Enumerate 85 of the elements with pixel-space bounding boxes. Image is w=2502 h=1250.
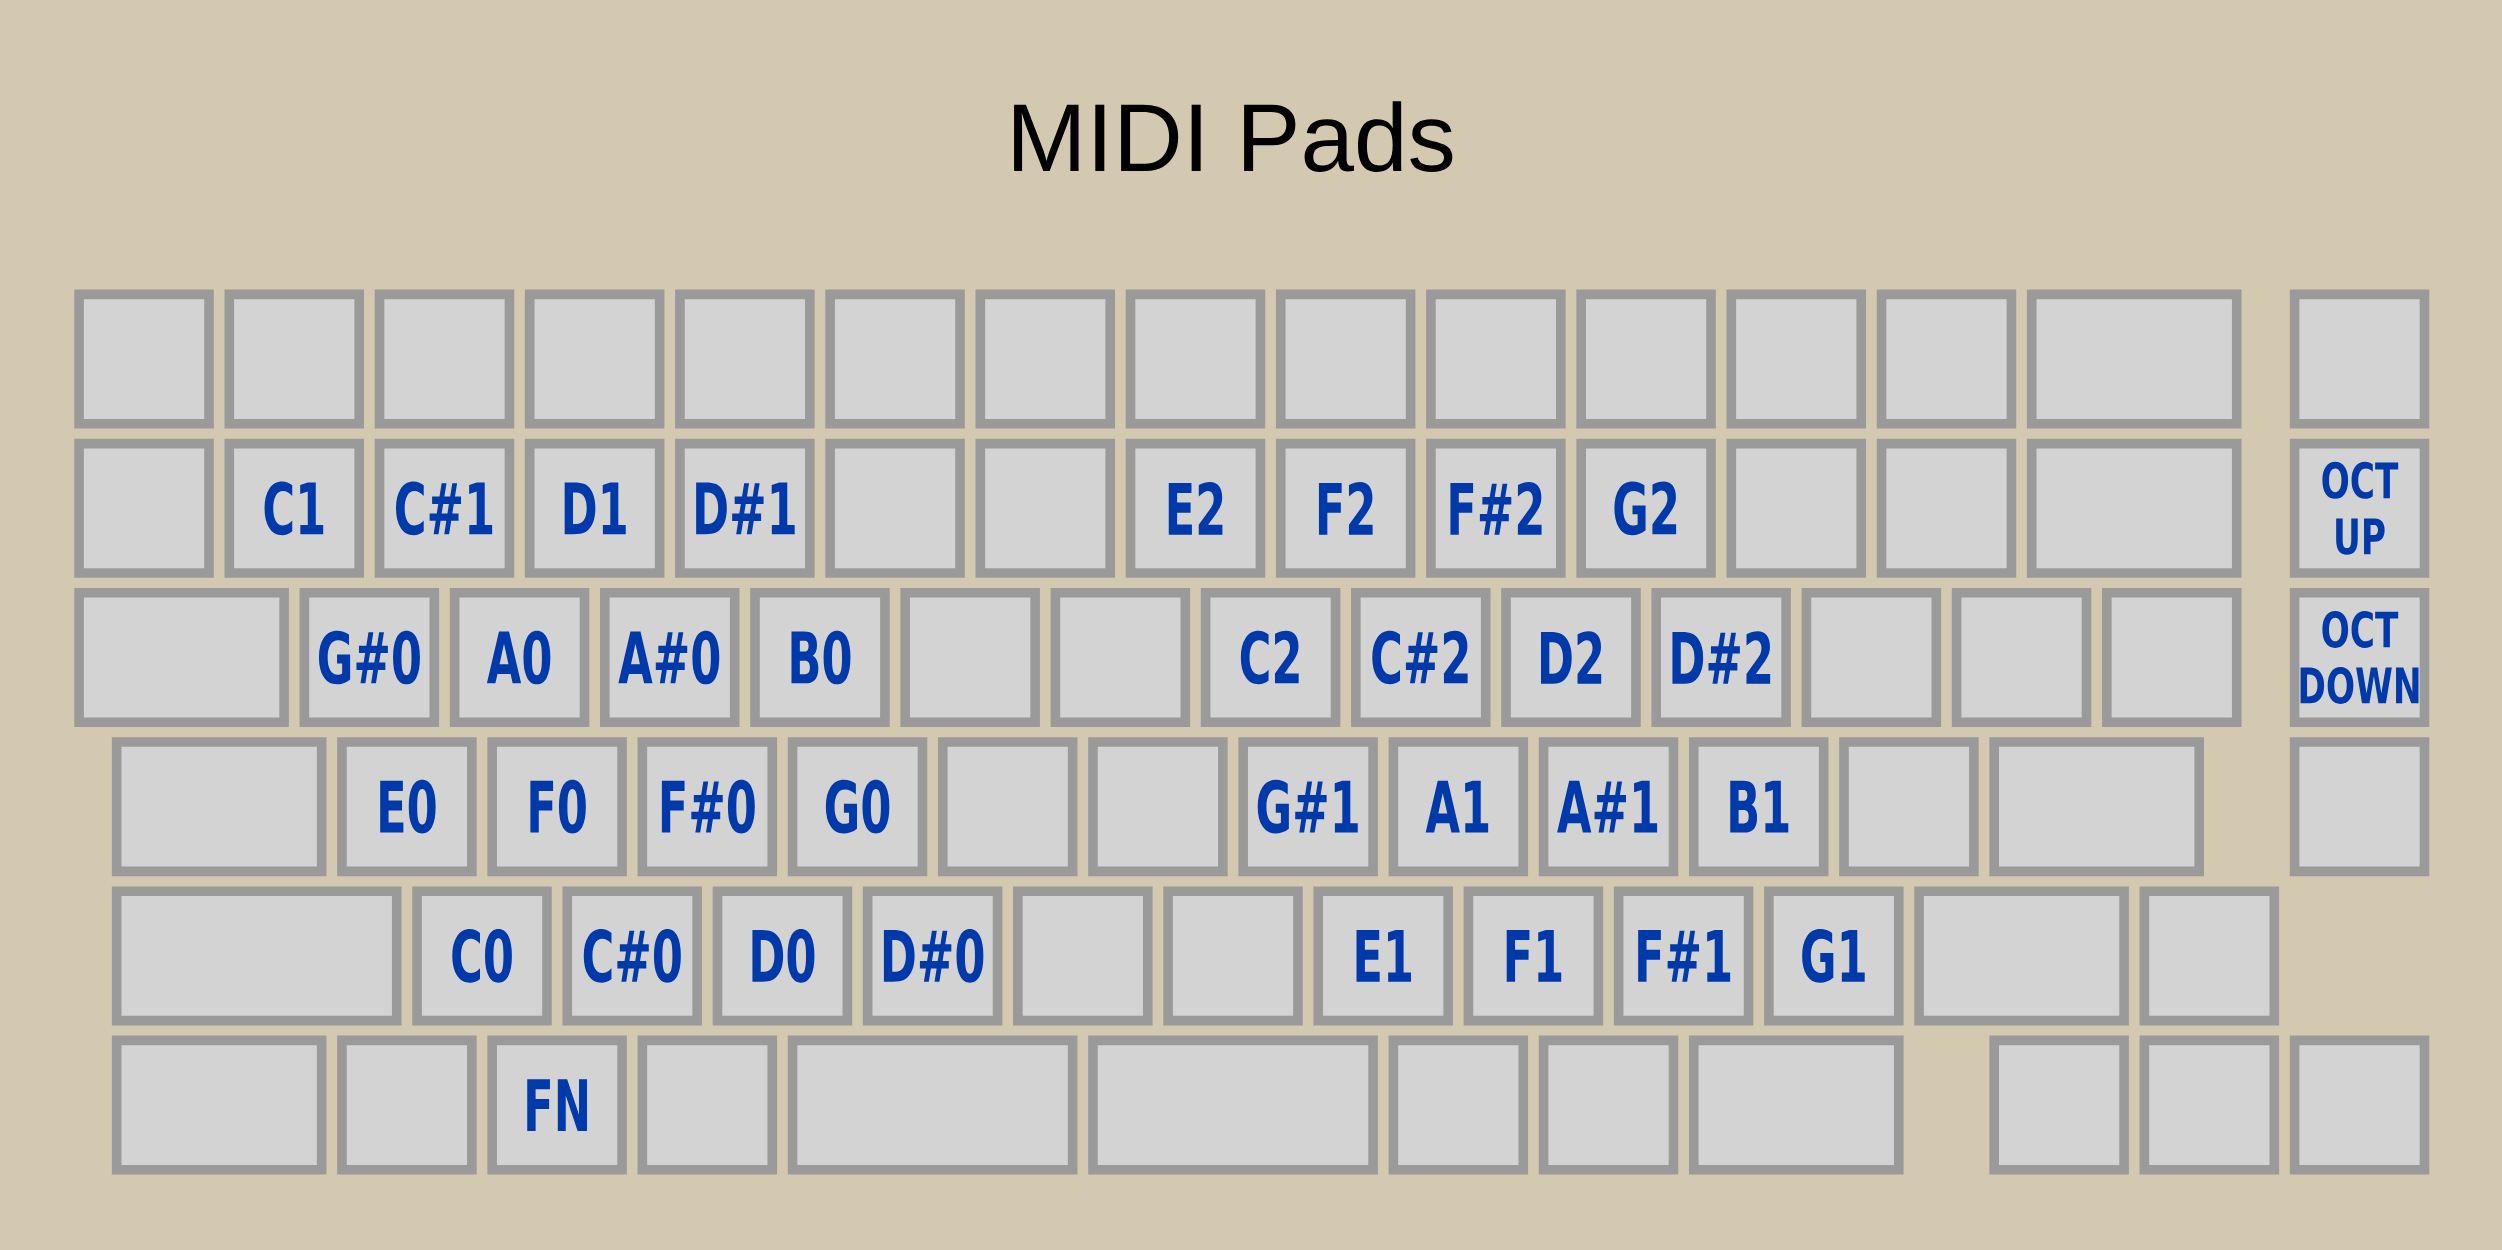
- title: MIDI Pads: [1014, 101, 1453, 172]
- key: [2289, 289, 2430, 429]
- key: C#2: [1351, 588, 1491, 727]
- key: D1: [524, 438, 665, 578]
- key: [975, 438, 1115, 578]
- key: [1951, 588, 2092, 727]
- key: [337, 1035, 477, 1175]
- key: [1088, 737, 1228, 877]
- key: [374, 289, 515, 429]
- key: [2026, 438, 2242, 578]
- key: D#2: [1651, 588, 1791, 727]
- key: [1914, 886, 2129, 1026]
- key: A0: [449, 588, 590, 727]
- key: [74, 289, 214, 429]
- key: D#0: [862, 886, 1003, 1026]
- key: D2: [1501, 588, 1641, 727]
- key: [1050, 588, 1191, 727]
- key: [825, 289, 965, 429]
- key: [2139, 886, 2280, 1026]
- key: [1576, 289, 1716, 429]
- key: F#0: [637, 737, 778, 877]
- key: [937, 737, 1078, 877]
- key: [675, 289, 815, 429]
- key: [1689, 1035, 1904, 1175]
- key: E1: [1313, 886, 1453, 1026]
- key: [1125, 289, 1266, 429]
- key: [111, 1035, 327, 1175]
- key: FN: [487, 1035, 627, 1175]
- key: A#1: [1538, 737, 1679, 877]
- key: [1388, 1035, 1529, 1175]
- key: D#1: [675, 438, 815, 578]
- key: C#0: [562, 886, 702, 1026]
- key: [900, 588, 1040, 727]
- key: [2289, 1035, 2430, 1175]
- key: [2139, 1035, 2280, 1175]
- key: [1876, 438, 2017, 578]
- key: G1: [1764, 886, 1904, 1026]
- key: [1989, 1035, 2129, 1175]
- key: [74, 438, 214, 578]
- key: D0: [712, 886, 853, 1026]
- key: [1538, 1035, 1679, 1175]
- key: B1: [1689, 737, 1829, 877]
- key: [224, 289, 364, 429]
- key: B0: [750, 588, 890, 727]
- key: [825, 438, 965, 578]
- key: [2102, 588, 2242, 727]
- key: A#0: [600, 588, 740, 727]
- key: F0: [487, 737, 627, 877]
- key: C1: [224, 438, 364, 578]
- key: F#2: [1426, 438, 1566, 578]
- key: [1801, 588, 1942, 727]
- key: OCT DOWN: [2289, 588, 2430, 727]
- key: G#1: [1238, 737, 1378, 877]
- key: [1088, 1035, 1378, 1175]
- key: [1876, 289, 2017, 429]
- key: G0: [787, 737, 928, 877]
- key: G2: [1576, 438, 1716, 578]
- key: [2026, 289, 2242, 429]
- key: [1163, 886, 1303, 1026]
- key: F#1: [1613, 886, 1754, 1026]
- key: E0: [337, 737, 477, 877]
- key: [637, 1035, 778, 1175]
- key: [1426, 289, 1566, 429]
- key: [74, 588, 289, 727]
- key: C2: [1200, 588, 1341, 727]
- key: [1275, 289, 1416, 429]
- key: E2: [1125, 438, 1266, 578]
- key: [524, 289, 665, 429]
- key: [1726, 438, 1866, 578]
- key: G#0: [299, 588, 440, 727]
- key: [111, 737, 327, 877]
- key: OCT UP: [2289, 438, 2430, 578]
- key: C0: [412, 886, 552, 1026]
- key: [1013, 886, 1153, 1026]
- key: [787, 1035, 1078, 1175]
- key: F1: [1463, 886, 1604, 1026]
- key: A1: [1388, 737, 1529, 877]
- key: [975, 289, 1115, 429]
- key: [2289, 737, 2430, 877]
- key: F2: [1275, 438, 1416, 578]
- key: [1726, 289, 1866, 429]
- key: [111, 886, 402, 1026]
- key: C#1: [374, 438, 515, 578]
- key: [1989, 737, 2204, 877]
- key: [1839, 737, 1979, 877]
